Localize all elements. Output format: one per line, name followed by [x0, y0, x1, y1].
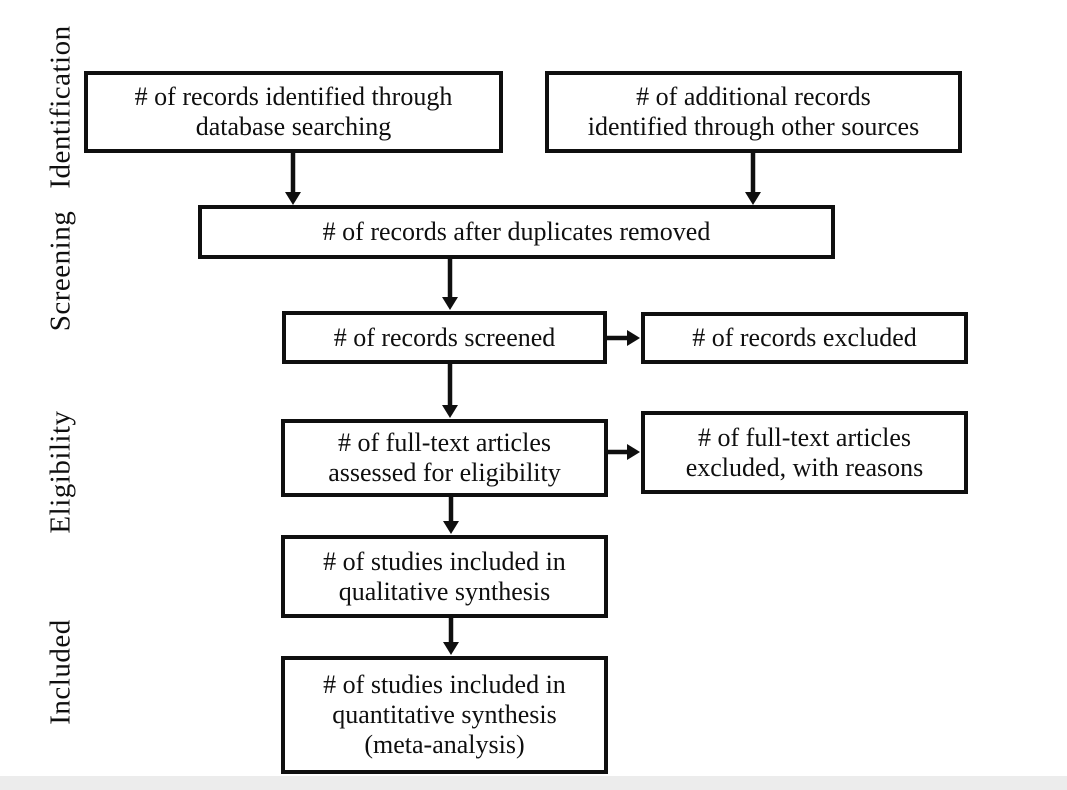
box-records-after-duplicates: # of records after duplicates removed — [198, 205, 835, 259]
stage-label-included: Included — [44, 619, 77, 725]
arrow-qualitative-to-quantitative — [443, 617, 459, 655]
stage-label-eligibility: Eligibility — [44, 410, 77, 534]
box-records-identified-other: # of additional records identified throu… — [545, 71, 962, 153]
box-records-identified-database: # of records identified through database… — [84, 71, 503, 153]
box-records-screened: # of records screened — [282, 311, 607, 364]
stage-label-screening: Screening — [44, 210, 77, 332]
box-fulltext-excluded: # of full-text articles excluded, with r… — [641, 411, 968, 494]
box-qualitative-synthesis: # of studies included in qualitative syn… — [281, 535, 608, 618]
arrow-other-sources-to-duplicates — [745, 152, 761, 205]
arrow-fulltext-to-qualitative — [443, 496, 459, 534]
arrow-screened-to-fulltext — [442, 363, 458, 418]
stage-label-identification: Identification — [44, 25, 77, 189]
arrow-duplicates-to-screened — [442, 258, 458, 310]
arrow-screened-to-excluded — [606, 330, 640, 346]
box-records-excluded: # of records excluded — [641, 312, 968, 364]
scan-artifact-band — [0, 776, 1067, 790]
arrow-database-to-duplicates — [285, 152, 301, 205]
box-quantitative-synthesis: # of studies included in quantitative sy… — [281, 656, 608, 774]
box-fulltext-assessed: # of full-text articles assessed for eli… — [281, 419, 608, 497]
arrow-fulltext-to-fulltext-excluded — [607, 444, 640, 460]
